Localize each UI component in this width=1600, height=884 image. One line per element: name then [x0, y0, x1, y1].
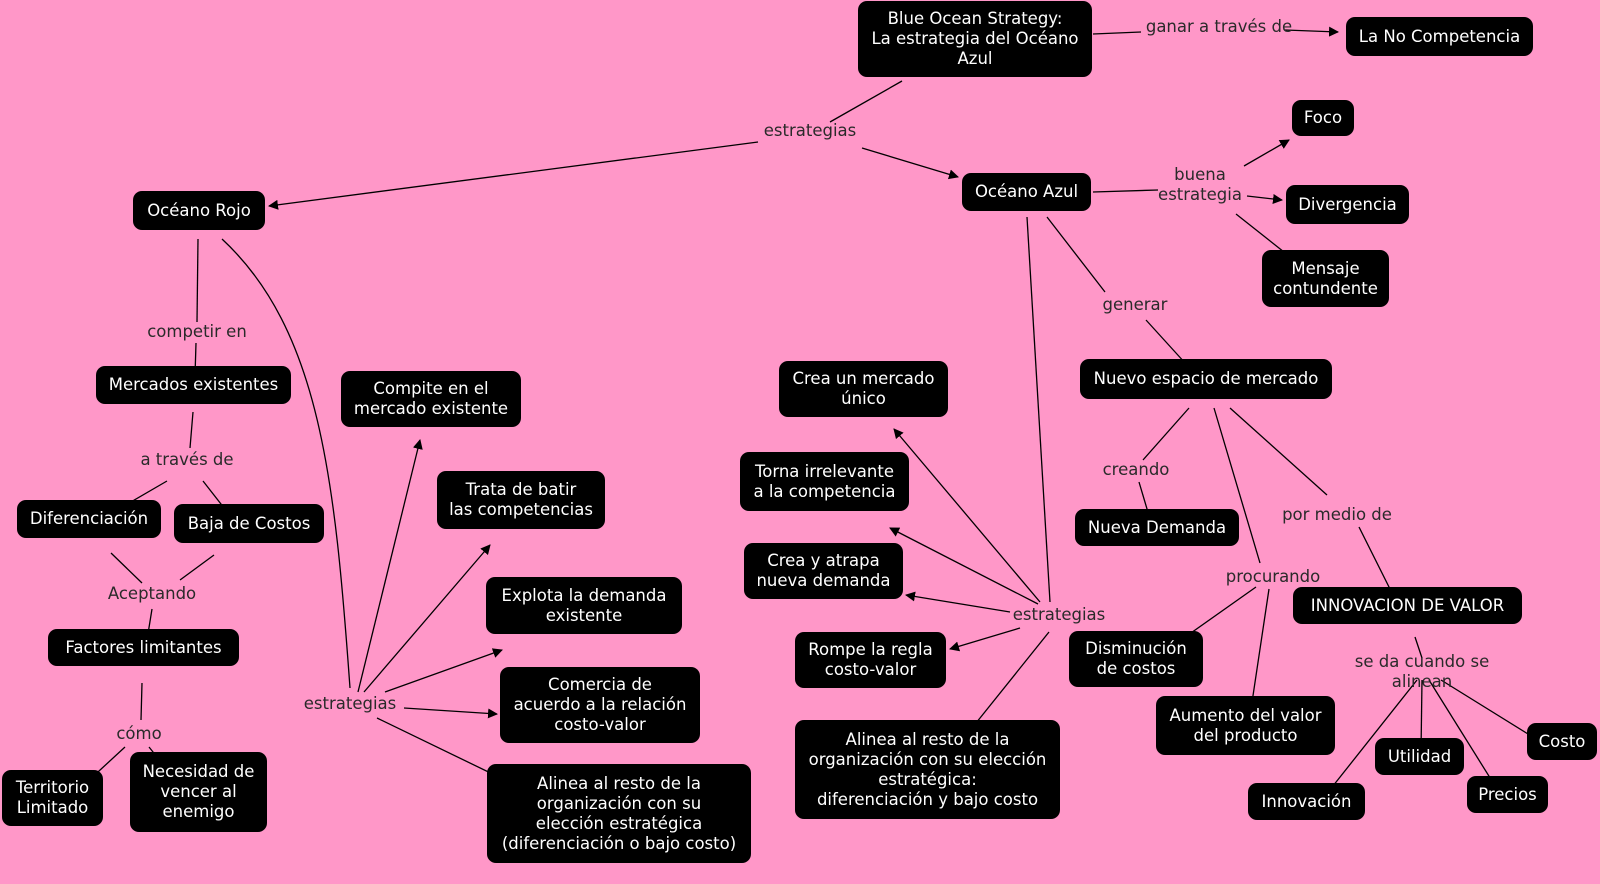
nuevo-espacio-node[interactable]: Nuevo espacio de mercado — [1080, 359, 1332, 399]
aumento-valor-node[interactable]: Aumento del valor del producto — [1156, 696, 1335, 755]
factores-limitantes-node[interactable]: Factores limitantes — [48, 629, 239, 666]
rompe-regla-node[interactable]: Rompe la regla costo-valor — [795, 632, 946, 688]
utilidad-node[interactable]: Utilidad — [1375, 738, 1464, 775]
precios-node[interactable]: Precios — [1467, 776, 1548, 813]
disminucion-costos-node[interactable]: Disminución de costos — [1069, 631, 1203, 687]
trata-batir-node[interactable]: Trata de batir las competencias — [437, 471, 605, 529]
oceano-rojo-node[interactable]: Océano Rojo — [133, 191, 265, 230]
estrategias-rojo-link-label: estrategias — [303, 694, 397, 713]
alinea-rojo-node[interactable]: Alinea al resto de la organización con s… — [487, 764, 751, 863]
como-link-label: cómo — [116, 724, 162, 743]
nueva-demanda-node[interactable]: Nueva Demanda — [1075, 509, 1239, 546]
se-da-cuando-link-label: se da cuando se alinean — [1354, 652, 1490, 691]
ganar-link-label: ganar a través de — [1145, 17, 1293, 36]
a-traves-de-link-label: a través de — [140, 450, 234, 469]
innovacion-de-valor-node[interactable]: INNOVACION DE VALOR — [1293, 587, 1522, 624]
competir-en-link-label: competir en — [147, 322, 247, 341]
blue-ocean-strategy-node[interactable]: Blue Ocean Strategy: La estrategia del O… — [858, 1, 1092, 77]
oceano-azul-node[interactable]: Océano Azul — [962, 173, 1091, 211]
mensaje-contundente-node[interactable]: Mensaje contundente — [1262, 250, 1389, 307]
compite-mercado-node[interactable]: Compite en el mercado existente — [341, 371, 521, 427]
por-medio-de-link-label: por medio de — [1282, 505, 1392, 524]
estrategias-top-link-label: estrategias — [763, 121, 857, 140]
comercia-relacion-node[interactable]: Comercia de acuerdo a la relación costo-… — [500, 667, 700, 743]
creando-link-label: creando — [1102, 460, 1170, 479]
procurando-link-label: procurando — [1225, 567, 1321, 586]
divergencia-node[interactable]: Divergencia — [1286, 185, 1409, 224]
crea-atrapa-node[interactable]: Crea y atrapa nueva demanda — [744, 543, 903, 599]
diferenciacion-node[interactable]: Diferenciación — [17, 500, 161, 538]
innovacion-node[interactable]: Innovación — [1248, 783, 1365, 820]
territorio-limitado-node[interactable]: Territorio Limitado — [2, 770, 103, 826]
alinea-azul-node[interactable]: Alinea al resto de la organización con s… — [795, 720, 1060, 819]
necesidad-vencer-node[interactable]: Necesidad de vencer al enemigo — [130, 752, 267, 832]
foco-node[interactable]: Foco — [1292, 100, 1354, 136]
explota-demanda-node[interactable]: Explota la demanda existente — [486, 577, 682, 634]
crea-mercado-unico-node[interactable]: Crea un mercado único — [779, 361, 948, 417]
generar-link-label: generar — [1102, 295, 1168, 314]
baja-de-costos-node[interactable]: Baja de Costos — [174, 504, 324, 543]
costo-node[interactable]: Costo — [1527, 723, 1597, 760]
torna-irrelevante-node[interactable]: Torna irrelevante a la competencia — [740, 452, 909, 511]
estrategias-azul-link-label: estrategias — [1012, 605, 1106, 624]
la-no-competencia-node[interactable]: La No Competencia — [1346, 17, 1533, 56]
aceptando-link-label: Aceptando — [107, 584, 197, 603]
mercados-existentes-node[interactable]: Mercados existentes — [96, 366, 291, 404]
buena-estrategia-link-label: buena estrategia — [1158, 165, 1242, 204]
